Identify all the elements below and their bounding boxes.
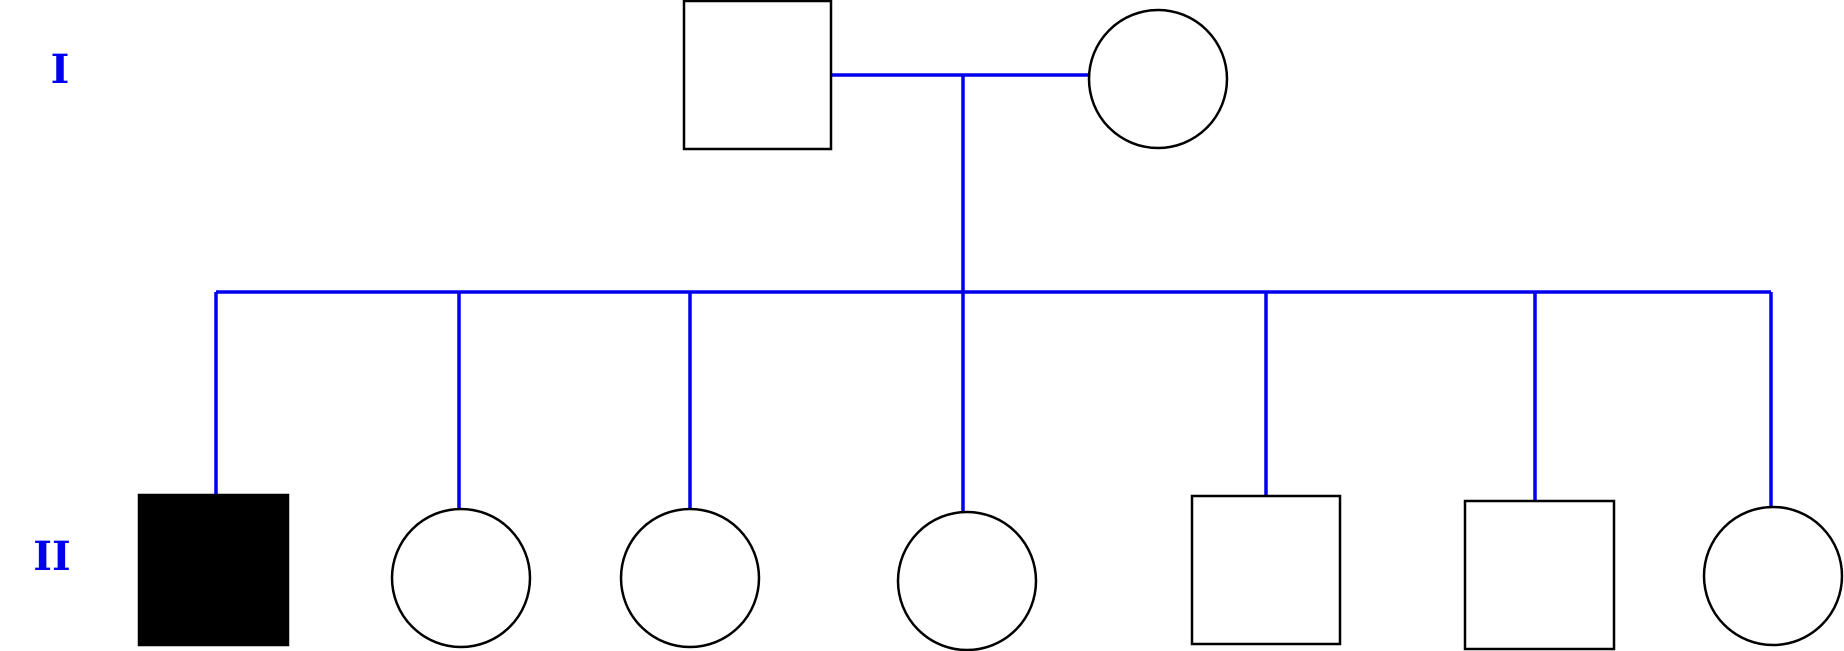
pedigree-lines	[214, 73, 1773, 511]
individual-ii-7-female	[1702, 505, 1844, 647]
generation-label-ii: II	[33, 533, 70, 580]
individual-ii-5-male	[1190, 494, 1342, 646]
individual-i-2-female	[1087, 8, 1229, 150]
individual-ii-3-female	[619, 507, 761, 649]
individual-ii-1-male-affected	[137, 493, 290, 647]
generation-label-i: I	[51, 46, 70, 93]
individual-ii-2-female	[390, 507, 532, 649]
individual-ii-4-female	[896, 510, 1038, 651]
generation-i	[682, 0, 1229, 151]
generation-ii	[137, 493, 1844, 651]
individual-i-1-male	[682, 0, 833, 151]
individual-ii-6-male	[1463, 499, 1616, 651]
